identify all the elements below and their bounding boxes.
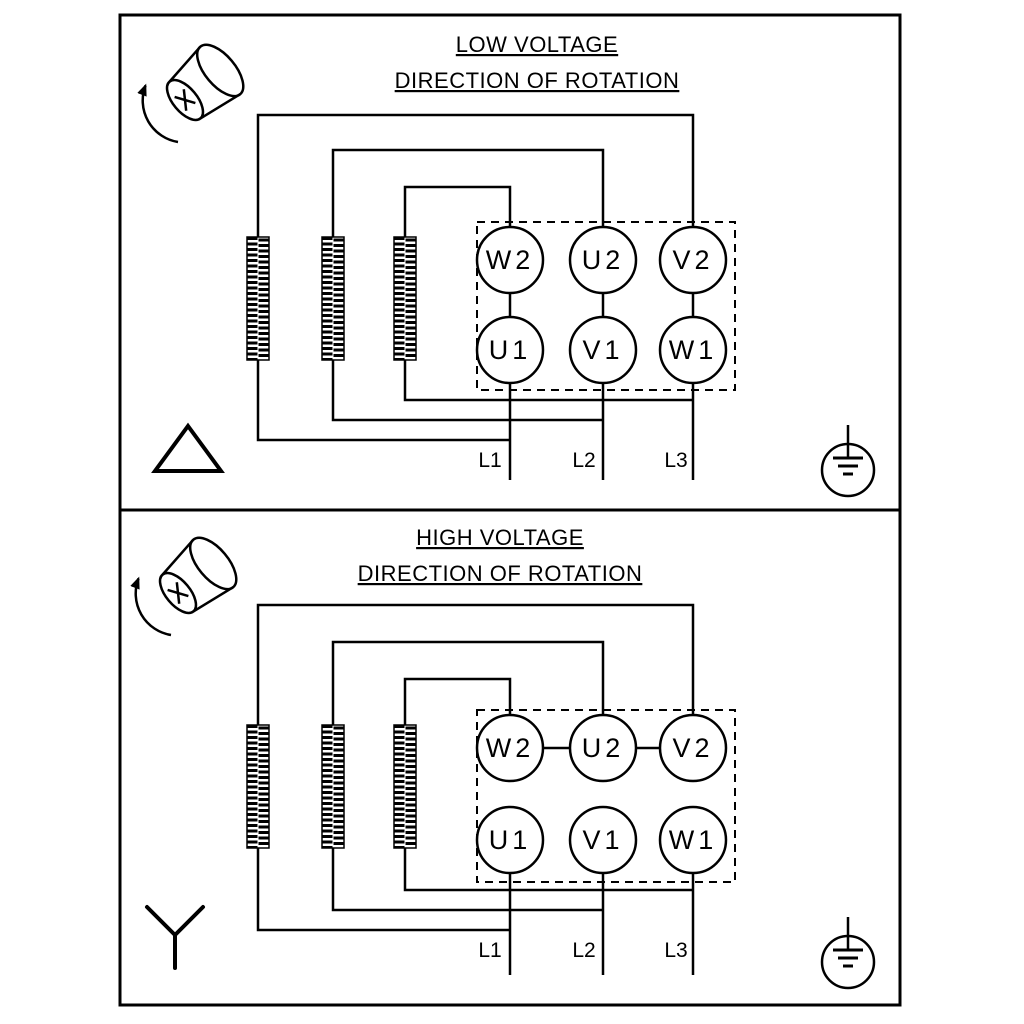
low-voltage-panel: LOW VOLTAGE DIRECTION OF ROTATION W2 U2 …: [143, 32, 876, 498]
terminal-w1: [658, 805, 728, 875]
terminal-u2: [568, 225, 638, 295]
panel-title: LOW VOLTAGE: [456, 32, 618, 57]
supply-line-label-l3: L3: [664, 939, 687, 962]
terminal-block-outline: [476, 709, 736, 883]
terminal-label-v1: V1: [582, 335, 623, 365]
terminal-label-v2: V2: [672, 245, 713, 275]
terminal-u1: [475, 315, 545, 385]
supply-line-label-l2: L2: [572, 449, 595, 472]
wire: [256, 603, 695, 725]
wire: [331, 848, 603, 912]
wire: [331, 640, 605, 725]
terminal-w2: [475, 225, 545, 295]
low-voltage-wiring: [256, 113, 736, 480]
star-connection-icon: [145, 905, 205, 970]
high-voltage-wiring: [256, 603, 736, 975]
supply-line-label-l1: L1: [478, 939, 501, 962]
terminal-circles: [475, 225, 728, 385]
terminal-label-v1: V1: [582, 825, 623, 855]
terminal-label-w1: W1: [669, 825, 718, 855]
terminal-v2: [658, 713, 728, 783]
terminal-label-w2: W2: [486, 245, 535, 275]
panel-subtitle: DIRECTION OF ROTATION: [395, 68, 680, 93]
wire: [331, 360, 603, 422]
star-arm: [145, 905, 177, 937]
terminal-label-u2: U2: [582, 245, 625, 275]
terminal-label-v2: V2: [672, 733, 713, 763]
supply-line-label-l3: L3: [664, 449, 687, 472]
terminal-label-w2: W2: [486, 733, 535, 763]
terminal-u1: [475, 805, 545, 875]
frame: [118, 13, 902, 1007]
terminal-label-w1: W1: [669, 335, 718, 365]
panel-title: HIGH VOLTAGE: [416, 525, 584, 550]
delta-connection-icon: [151, 422, 225, 473]
wire: [331, 148, 605, 237]
wire: [403, 360, 693, 402]
terminal-label-u1: U1: [489, 825, 532, 855]
wire: [403, 848, 693, 892]
wire: [256, 360, 510, 442]
terminal-v1: [568, 805, 638, 875]
panel-subtitle: DIRECTION OF ROTATION: [358, 561, 643, 586]
terminal-v1: [568, 315, 638, 385]
terminal-u2: [568, 713, 638, 783]
supply-line-label-l2: L2: [572, 939, 595, 962]
terminal-circles: [475, 713, 728, 875]
wire: [256, 848, 510, 932]
terminal-w2: [475, 713, 545, 783]
supply-line-label-l1: L1: [478, 449, 501, 472]
terminal-v2: [658, 225, 728, 295]
wire: [256, 113, 695, 237]
terminal-w1: [658, 315, 728, 385]
high-voltage-panel: HIGH VOLTAGE DIRECTION OF ROTATION W2 U2…: [136, 525, 876, 990]
terminal-label-u1: U1: [489, 335, 532, 365]
terminal-label-u2: U2: [582, 733, 625, 763]
wire: [403, 677, 512, 725]
terminal-block-outline: [476, 221, 736, 391]
star-arm: [173, 905, 205, 937]
wire: [403, 185, 512, 237]
